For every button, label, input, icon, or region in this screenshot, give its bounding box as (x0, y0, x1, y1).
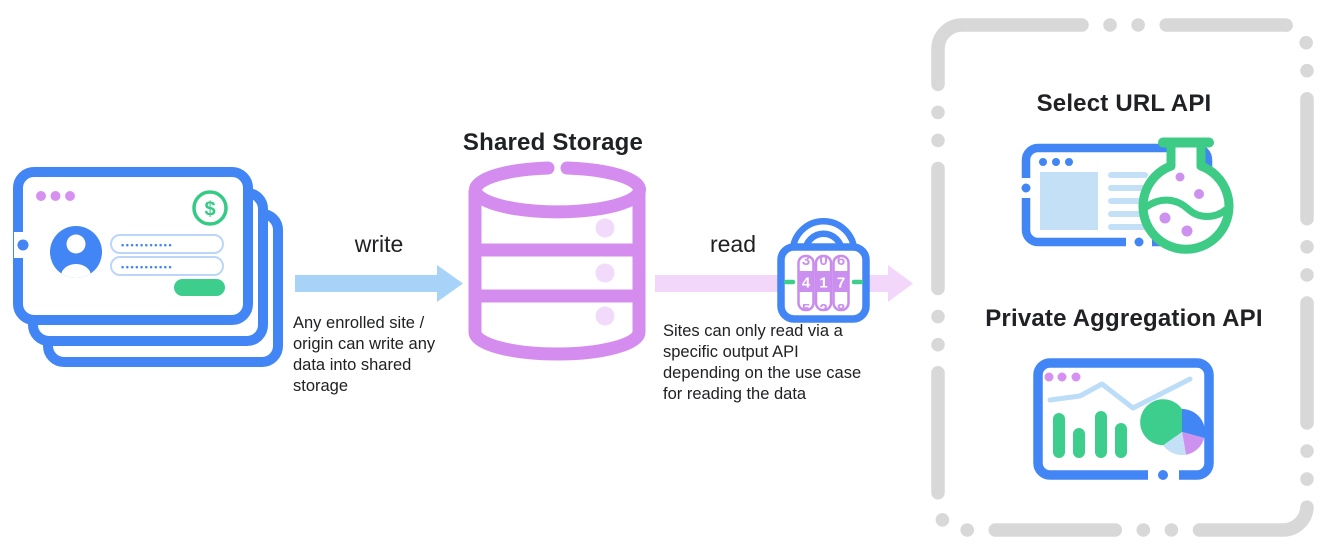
select-url-api-title: Select URL API (1036, 90, 1212, 117)
dial-digits: 3 0 6 4 1 7 5 2 8 (798, 252, 849, 318)
private-aggregation-api-title: Private Aggregation API (985, 305, 1263, 332)
password-dots: ••••••••••• (121, 240, 173, 250)
storage-row-dot (595, 306, 615, 326)
svg-text:0: 0 (819, 252, 827, 269)
window-dots-icon (36, 191, 75, 201)
line-chart-icon (1047, 376, 1193, 411)
password-dots: ••••••••••• (121, 262, 173, 272)
browser-stack-icon: $ ••••••••••• ••••••••••• (13, 167, 283, 367)
flask-bubbles (1159, 172, 1204, 237)
database-icon (468, 161, 646, 361)
storage-row-dot (595, 263, 615, 283)
login-button (174, 279, 225, 296)
dollar-icon: $ (192, 190, 228, 226)
svg-text:7: 7 (837, 275, 845, 292)
border-dot (1134, 237, 1144, 247)
privacy-boundary-dashed-box (931, 18, 1314, 537)
read-description: Sites can only read via a specific outpu… (663, 322, 862, 403)
svg-text:3: 3 (802, 252, 810, 269)
flask-icon (1138, 137, 1234, 254)
window-dots-icon (1044, 372, 1081, 382)
svg-text:1: 1 (819, 275, 827, 292)
content-thumbnail (1040, 172, 1098, 230)
write-arrow-icon (295, 265, 463, 302)
password-field: ••••••••••• (110, 234, 224, 254)
dollar-symbol: $ (204, 199, 215, 221)
border-dot (1158, 470, 1168, 480)
write-label: write (354, 231, 404, 257)
avatar-icon (50, 226, 102, 278)
combination-lock-icon: 3 0 6 4 1 7 5 2 8 (777, 218, 870, 323)
dashboard-icon (1033, 358, 1214, 481)
storage-row-dot (595, 218, 615, 238)
svg-text:2: 2 (819, 301, 827, 318)
read-label: read (709, 231, 757, 257)
svg-text:4: 4 (802, 275, 811, 292)
svg-text:6: 6 (837, 252, 845, 269)
bar-chart-icon (1053, 411, 1127, 458)
svg-text:5: 5 (802, 301, 810, 318)
svg-text:8: 8 (837, 301, 845, 318)
password-field-2: ••••••••••• (110, 256, 224, 276)
window-dots-icon (1039, 158, 1073, 166)
border-dot (1021, 183, 1031, 193)
shared-storage-title: Shared Storage (462, 129, 644, 156)
write-description: Any enrolled site / origin can write any… (293, 314, 436, 395)
border-dot (17, 239, 29, 251)
pie-chart-icon (1140, 399, 1205, 456)
